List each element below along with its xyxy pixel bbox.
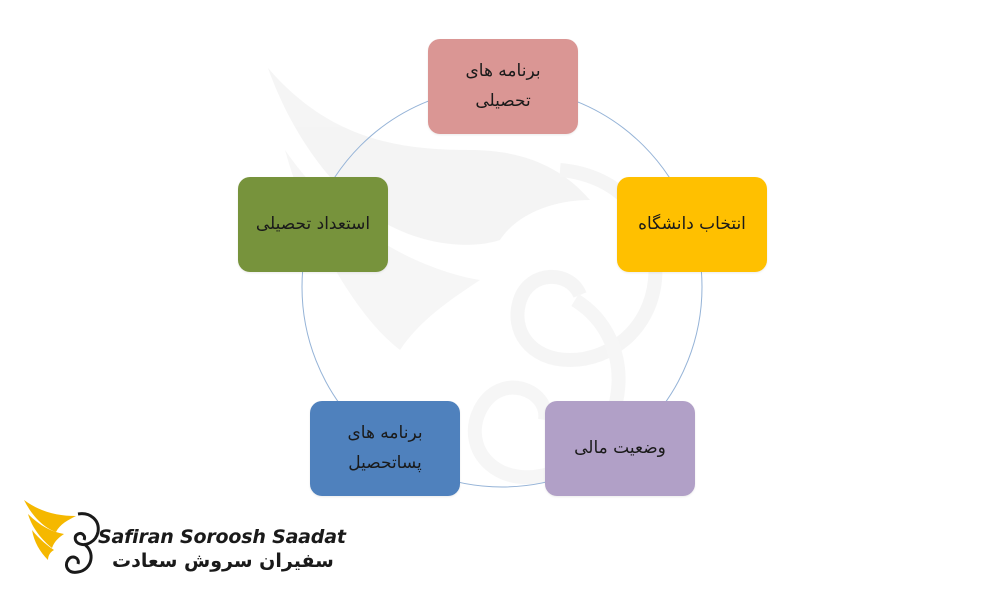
node-label: انتخاب دانشگاه bbox=[638, 213, 746, 234]
node-label: برنامه های پساتحصیل bbox=[347, 422, 423, 473]
node-label: وضعیت مالی bbox=[574, 437, 666, 458]
node-label: استعداد تحصیلی bbox=[255, 213, 371, 234]
node-label: برنامه های تحصیلی bbox=[465, 60, 541, 111]
cycle-node-university-selection: انتخاب دانشگاه bbox=[617, 177, 767, 272]
swan-wing-icon bbox=[24, 500, 100, 574]
logo-text-persian: سفیران سروش سعادت bbox=[112, 550, 334, 572]
cycle-node-post-study-plans: برنامه های پساتحصیل bbox=[310, 401, 460, 496]
cycle-node-academic-programs: برنامه های تحصیلی bbox=[428, 39, 578, 134]
cycle-node-financial-status: وضعیت مالی bbox=[545, 401, 695, 496]
logo-text-english: Safiran Soroosh Saadat bbox=[98, 526, 346, 548]
cycle-node-academic-aptitude: استعداد تحصیلی bbox=[238, 177, 388, 272]
company-logo: Safiran Soroosh Saadat سفیران سروش سعادت bbox=[20, 492, 346, 582]
